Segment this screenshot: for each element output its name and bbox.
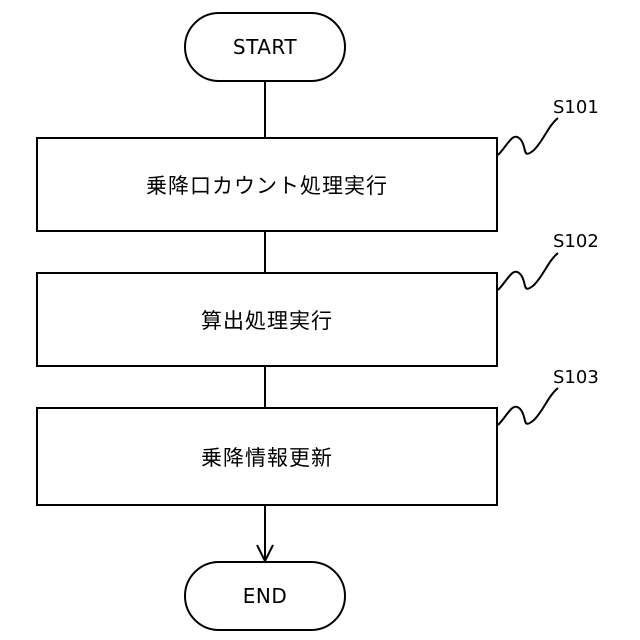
step-id-s103: S103 — [553, 368, 599, 388]
leader-line-s103 — [498, 388, 558, 425]
start-terminal: START — [184, 12, 346, 82]
leader-line-s102 — [498, 253, 558, 290]
step-id-s102: S102 — [553, 232, 599, 252]
process-label-s102: 算出処理実行 — [201, 305, 333, 335]
process-label-s103: 乗降情報更新 — [201, 442, 333, 472]
end-label: END — [243, 584, 288, 608]
process-box-s102: 算出処理実行 — [36, 272, 498, 367]
start-label: START — [233, 35, 297, 59]
process-label-s101: 乗降口カウント処理実行 — [146, 170, 388, 200]
process-box-s101: 乗降口カウント処理実行 — [36, 137, 498, 232]
process-box-s103: 乗降情報更新 — [36, 407, 498, 506]
end-terminal: END — [184, 561, 346, 631]
leader-line-s101 — [498, 118, 558, 155]
step-id-s101: S101 — [553, 98, 599, 118]
